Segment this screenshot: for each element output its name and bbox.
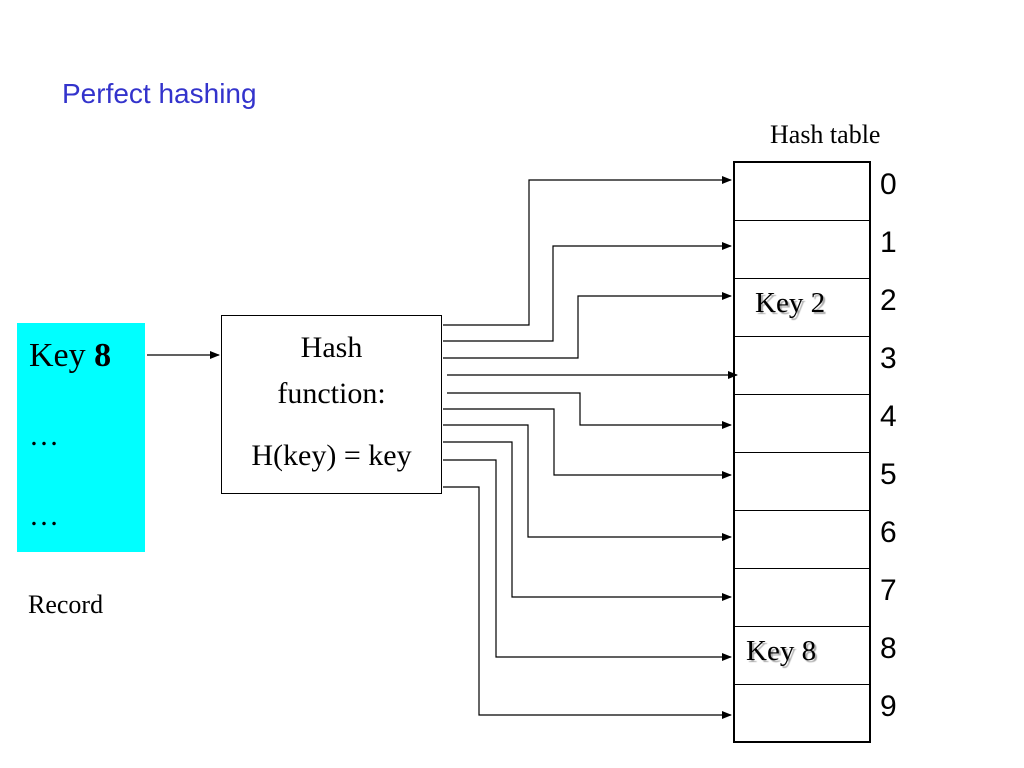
slot-index-3: 3 — [880, 342, 897, 375]
slot-index-0: 0 — [880, 168, 897, 201]
slot-key-8: Key 8 — [746, 635, 817, 667]
hash-table-slot-3 — [735, 337, 869, 395]
arrow-to-slot-5 — [443, 408, 732, 479]
hash-table-slot-5 — [735, 453, 869, 511]
slot-index-8: 8 — [880, 632, 897, 665]
slot-index-7: 7 — [880, 574, 897, 607]
slot-index-1: 1 — [880, 226, 897, 259]
hash-function-box: Hash function: H(key) = key — [221, 315, 442, 494]
slide-title: Perfect hashing — [62, 78, 257, 109]
hash-function-line-1: Hash — [300, 331, 363, 364]
slot-index-4: 4 — [880, 400, 897, 433]
slot-index-6: 6 — [880, 516, 897, 549]
hash-table-slot-8: Key 8 — [735, 627, 869, 685]
hash-table-slot-6 — [735, 511, 869, 569]
record-ellipsis-2: … — [29, 499, 59, 532]
hash-table-slot-0 — [735, 163, 869, 221]
arrow-to-slot-2 — [443, 292, 732, 359]
record-key-value: 8 — [94, 337, 112, 374]
hash-table-caption: Hash table — [770, 120, 881, 149]
hash-table-slot-4 — [735, 395, 869, 453]
hash-table-slot-7 — [735, 569, 869, 627]
arrow-to-slot-8 — [443, 459, 732, 661]
hash-function-formula: H(key) = key — [251, 439, 412, 472]
slot-index-5: 5 — [880, 458, 897, 491]
arrow-to-slot-4 — [447, 392, 732, 429]
arrow-to-slot-7 — [443, 441, 732, 601]
slot-index-9: 9 — [880, 690, 897, 723]
hash-function-line-2: function: — [277, 377, 386, 410]
record-key: Key 8 — [29, 337, 111, 375]
hash-table: Key 2 Key 8 — [733, 161, 871, 743]
arrow-to-slot-6 — [443, 424, 732, 541]
hash-table-slot-1 — [735, 221, 869, 279]
arrow-to-slot-1 — [443, 242, 732, 342]
arrow-to-slot-9 — [443, 486, 732, 719]
arrow-to-slot-0 — [443, 176, 732, 326]
slot-key-2: Key 2 — [755, 287, 826, 319]
record-ellipsis-1: … — [29, 419, 59, 452]
record-caption: Record — [28, 590, 104, 619]
record-key-prefix: Key — [29, 337, 86, 374]
slot-index-2: 2 — [880, 284, 897, 317]
record-box: Key 8 … … — [17, 323, 145, 552]
hash-table-slot-2: Key 2 — [735, 279, 869, 337]
